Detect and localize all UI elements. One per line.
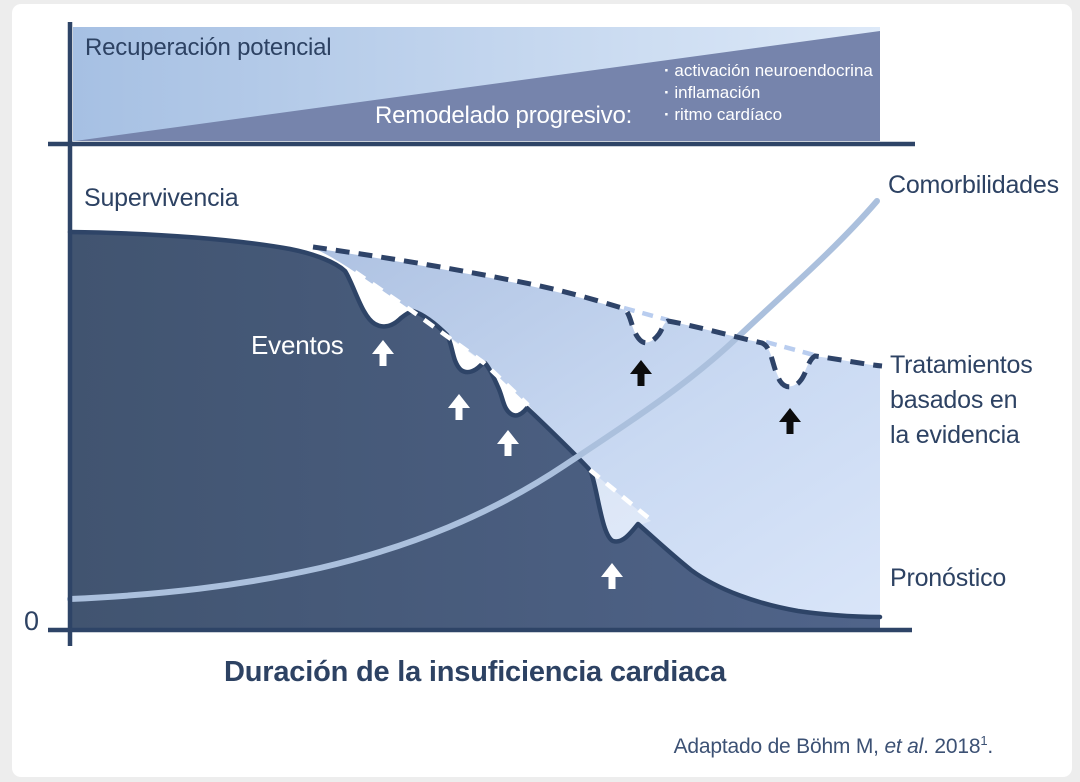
event-arrow-black — [630, 360, 652, 386]
bullet-inflammation: inflamación — [664, 82, 873, 104]
event-arrows-group — [372, 340, 801, 589]
event-arrow-white — [372, 340, 394, 366]
treated-dip-bridge-1 — [623, 305, 669, 323]
treatments-label: Tratamientos basados en la evidencia — [890, 348, 1033, 453]
treatments-label-line1: Tratamientos — [890, 351, 1033, 379]
comorbidities-label: Comorbilidades — [888, 171, 1059, 199]
x-axis-title: Duración de la insuficiencia cardiaca — [224, 656, 726, 688]
treatments-label-line3: la evidencia — [890, 421, 1020, 449]
bullet-heart-rate: ritmo cardíaco — [664, 104, 873, 126]
origin-zero-label: 0 — [24, 606, 39, 636]
event-arrow-black — [779, 408, 801, 434]
comorbidities-curve — [67, 198, 880, 602]
event-notch-gap-1 — [354, 272, 412, 328]
progressive-remodeling-label: Remodelado progresivo: — [375, 102, 633, 129]
prognosis-label: Pronóstico — [890, 564, 1007, 592]
potential-trajectory-dash-2 — [588, 468, 653, 522]
attribution-text: Adaptado de Böhm M, et al. 20181. — [673, 733, 994, 759]
bullet-neuroendocrine: activación neuroendocrina — [664, 60, 872, 82]
remodeling-bullet-list: activación neuroendocrina inflamación ri… — [664, 60, 873, 126]
treatments-label-line2: basados en — [890, 386, 1018, 414]
attribution-period: . — [987, 735, 993, 758]
recovery-potential-label: Recuperación potencial — [85, 34, 332, 61]
event-arrow-white — [448, 394, 470, 420]
attribution-prefix: Adaptado de Böhm M, — [673, 735, 885, 758]
attribution-etal: et al — [884, 735, 924, 758]
event-arrow-white — [601, 563, 623, 589]
attribution-reference-superscript: 1 — [980, 733, 988, 748]
survival-area — [70, 232, 880, 628]
event-arrow-white — [497, 430, 519, 456]
events-label: Eventos — [251, 330, 344, 360]
y-axis-label: Supervivencia — [84, 184, 239, 212]
potential-trajectory-dash-1 — [353, 270, 530, 407]
treatment-dashed-line — [312, 244, 883, 390]
treated-dip-bridge-2 — [765, 339, 815, 358]
attribution-year: . 2018 — [923, 735, 981, 758]
